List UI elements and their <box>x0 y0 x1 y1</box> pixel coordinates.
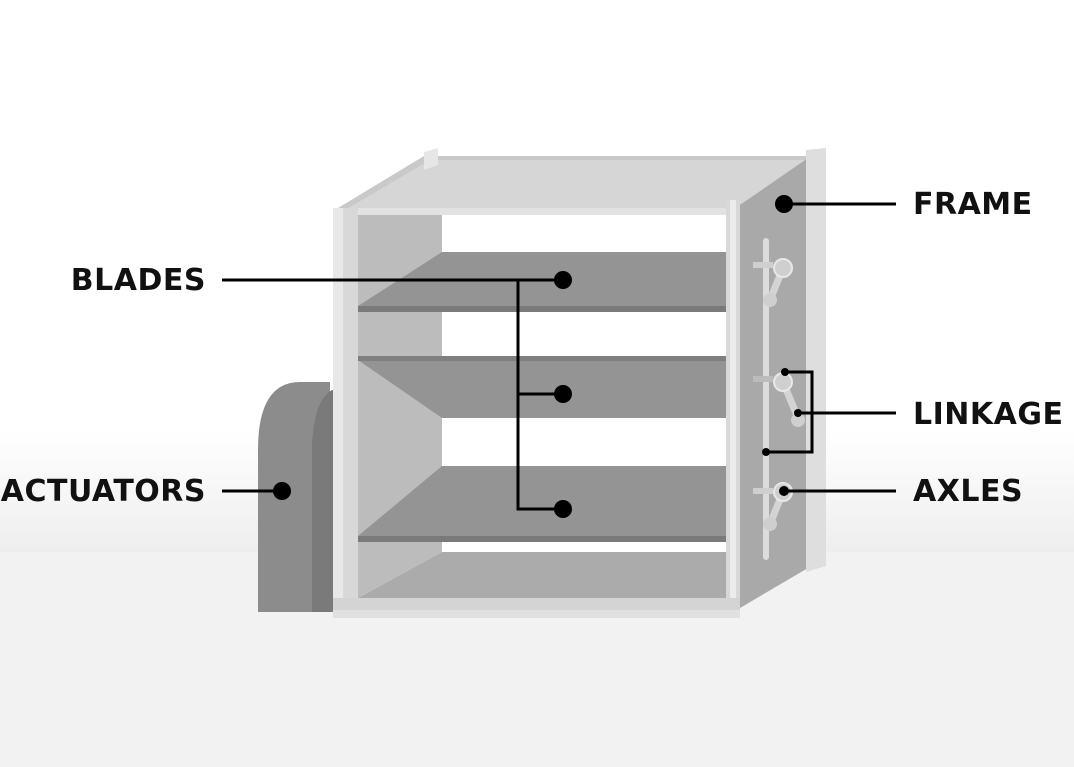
label-blades: BLADES <box>71 263 206 298</box>
blades-dot-2 <box>554 385 572 403</box>
linkage-dot-top <box>781 368 789 376</box>
actuator-housing <box>258 382 345 612</box>
linkage-bar <box>763 238 769 560</box>
blades-dot-1 <box>554 271 572 289</box>
blade-2 <box>358 356 726 418</box>
axle-bottom <box>753 482 793 531</box>
linkage-dot-bottom <box>762 448 770 456</box>
leader-dots <box>273 195 802 518</box>
blades-bracket <box>516 280 562 511</box>
linkage-dot-mid <box>794 409 802 417</box>
actuators-dot <box>273 482 291 500</box>
frame-front <box>333 200 740 618</box>
axle-top <box>753 258 793 307</box>
frame-top <box>338 148 826 210</box>
label-linkage: LINKAGE <box>913 397 1063 432</box>
blade-3 <box>358 466 726 542</box>
label-frame: FRAME <box>913 187 1033 222</box>
frame-dot <box>775 195 793 213</box>
label-axles: AXLES <box>913 474 1023 509</box>
label-actuators: ACTUATORS <box>1 474 206 509</box>
axles-dot <box>779 486 789 496</box>
blades-dot-3 <box>554 500 572 518</box>
leader-lines <box>222 202 896 511</box>
